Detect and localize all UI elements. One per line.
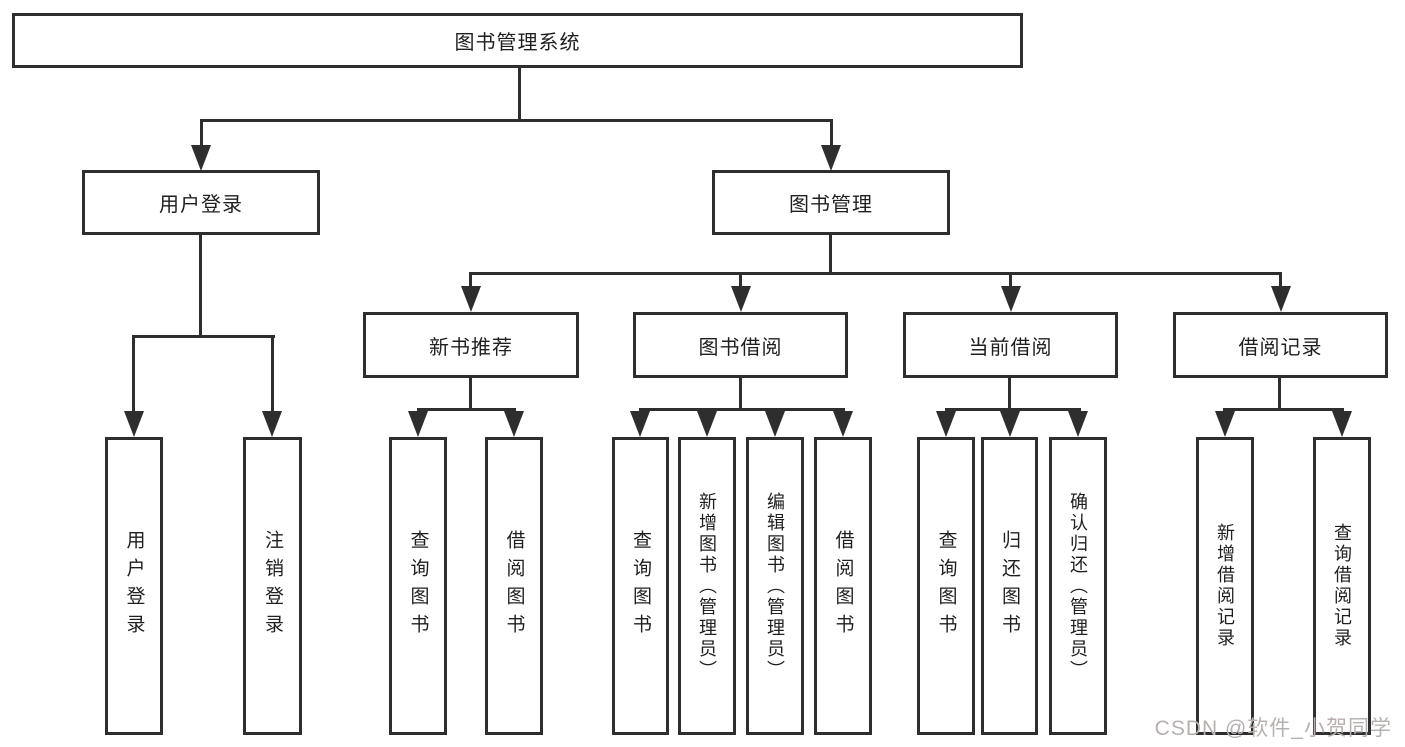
leaf-record-add-borrow-record: 新增借阅记录 [1196,437,1254,735]
connector-leg-current-borrow [1009,272,1012,288]
arrow-down-icon [262,411,282,437]
connector-currentborrow-horizontal [945,408,1081,411]
connector-bookborrow-vertical [739,378,742,410]
connector-userlogin-vertical [199,235,202,335]
leaf-currentborrow-confirm-return-admin: 确认归还（管理员） [1049,437,1107,735]
connector-currentborrow-vertical [1008,378,1011,410]
arrow-down-icon [1068,411,1088,437]
connector-leg-user-login [200,119,203,146]
connector-newbook-horizontal [417,408,516,411]
arrow-down-icon [504,411,524,437]
connector-leg-leaf-logout [271,335,274,412]
connector-borrowrecord-vertical [1278,378,1281,410]
connector-leg-book-mgmt [830,119,833,146]
node-new-book-recommend: 新书推荐 [363,312,579,378]
leaf-currentborrow-query-book: 查询图书 [917,437,975,735]
arrow-down-icon [1000,411,1020,437]
node-borrow-records: 借阅记录 [1173,312,1388,378]
leaf-record-query-borrow-record: 查询借阅记录 [1313,437,1371,735]
connector-borrowrecord-horizontal [1223,408,1344,411]
connector-root-vertical [518,66,521,119]
leaf-bookborrow-add-book-admin: 新增图书（管理员） [678,437,736,735]
arrow-down-icon [1001,286,1021,312]
node-book-management: 图书管理 [712,170,950,235]
connector-bookmgmt-horizontal [470,272,1282,275]
arrow-down-icon [630,411,650,437]
arrow-down-icon [1215,411,1235,437]
connector-userlogin-horizontal [133,335,275,338]
leaf-newbook-borrow-book: 借阅图书 [485,437,543,735]
arrow-down-icon [124,411,144,437]
node-user-login: 用户登录 [82,170,320,235]
arrow-down-icon [1271,286,1291,312]
connector-bookmgmt-vertical [829,235,832,274]
leaf-currentborrow-return-book: 归还图书 [981,437,1038,735]
arrow-down-icon [833,411,853,437]
node-current-borrowing: 当前借阅 [903,312,1118,378]
connector-leg-leaf-login [132,335,135,412]
node-root-library-system: 图书管理系统 [12,13,1023,68]
connector-leg-new-book [469,272,472,288]
node-book-borrowing: 图书借阅 [633,312,848,378]
connector-bookborrow-horizontal [639,408,845,411]
arrow-down-icon [765,411,785,437]
leaf-bookborrow-edit-book-admin: 编辑图书（管理员） [746,437,804,735]
arrow-down-icon [936,411,956,437]
arrow-down-icon [1332,411,1352,437]
arrow-down-icon [408,411,428,437]
connector-leg-borrow-record [1279,272,1282,288]
leaf-newbook-query-book: 查询图书 [389,437,447,735]
arrow-down-icon [821,145,841,171]
csdn-watermark: CSDN @软件_小贺同学 [1154,717,1392,740]
connector-leg-book-borrow [739,272,742,288]
leaf-bookborrow-borrow-book: 借阅图书 [814,437,872,735]
connector-newbook-vertical [469,378,472,410]
leaf-logout: 注销登录 [243,437,302,735]
leaf-bookborrow-query-book: 查询图书 [612,437,669,735]
leaf-user-login: 用户登录 [105,437,163,735]
arrow-down-icon [697,411,717,437]
arrow-down-icon [461,286,481,312]
connector-root-horizontal [200,119,833,122]
arrow-down-icon [731,286,751,312]
arrow-down-icon [191,145,211,171]
